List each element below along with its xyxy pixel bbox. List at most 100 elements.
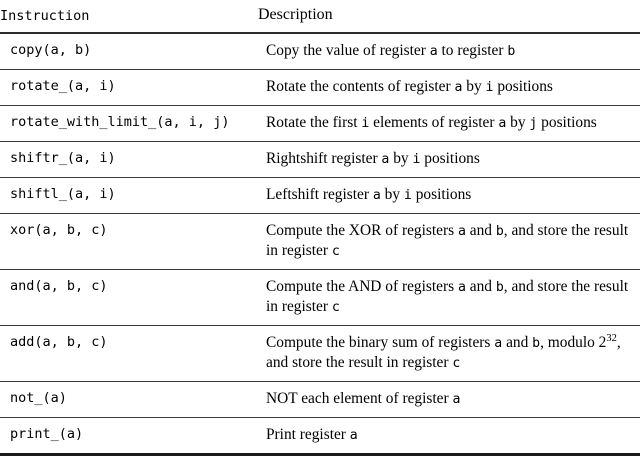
register-token: i (485, 80, 494, 96)
description-text-run: Compute the XOR of registers (266, 222, 458, 240)
description-text-run: by (380, 186, 404, 204)
register-token: b (495, 280, 504, 296)
description-text-run: NOT each element of register (266, 390, 453, 408)
description-text-run: positions (420, 150, 480, 168)
cell-instruction: copy(a, b) (0, 33, 258, 71)
cell-description: Compute the XOR of registers a and b, an… (258, 213, 640, 271)
register-token: a (494, 336, 503, 352)
register-token: b (507, 44, 516, 59)
table-row: rotate_(a, i) Rotate the contents of regi… (0, 69, 640, 107)
table-row: and(a, b, c) Compute the AND of registers… (0, 269, 640, 327)
cell-instruction: shiftl_(a, i) (0, 177, 258, 215)
register-token: a (452, 392, 461, 408)
instruction-description: Rotate the first i elements of register … (266, 114, 597, 131)
description-text-run: and (465, 222, 496, 240)
description-text-run: and (502, 334, 533, 352)
instruction-signature: copy(a, b) (10, 42, 92, 58)
cell-instruction: rotate_(a, i) (0, 69, 258, 107)
description-text-run: , and store the result in register (266, 222, 629, 260)
description-text-run: Rightshift register (266, 150, 382, 168)
description-text-run: Copy the value of register (266, 42, 430, 59)
instruction-signature: rotate_with_limit_(a, i, j) (10, 114, 230, 131)
table-row: not_(a) NOT each element of register a (0, 381, 640, 419)
cell-instruction: rotate_with_limit_(a, i, j) (0, 105, 258, 143)
table-row: xor(a, b, c) Compute the XOR of registers… (0, 213, 640, 271)
register-token: a (381, 152, 390, 168)
register-token: i (412, 152, 421, 168)
description-text-run: elements of register (369, 114, 499, 132)
table-row: shiftl_(a, i) Leftshift register a by i p… (0, 177, 640, 215)
cell-instruction: add(a, b, c) (0, 325, 258, 383)
cell-instruction: print_(a) (0, 417, 258, 456)
column-header-description: Description (258, 0, 640, 34)
cell-description: NOT each element of register a (258, 381, 640, 419)
instruction-signature: and(a, b, c) (10, 278, 108, 295)
instruction-signature: shiftl_(a, i) (10, 186, 116, 203)
register-token: a (454, 80, 463, 96)
register-token: b (532, 336, 541, 352)
table-row: print_(a) Print register a (0, 417, 640, 456)
description-text-run: Rotate the first (266, 114, 362, 132)
instruction-description: Compute the AND of registers a and b, an… (266, 278, 628, 315)
table-row: copy(a, b) Copy the value of register a t… (0, 33, 640, 71)
cell-description: Compute the binary sum of registers a an… (258, 325, 640, 383)
instruction-description: Compute the XOR of registers a and b, an… (266, 222, 628, 259)
instruction-signature: print_(a) (10, 426, 84, 443)
description-text-run: Print register (266, 426, 350, 444)
cell-description: Rotate the contents of register a by i p… (258, 69, 640, 107)
instruction-description: Leftshift register a by i positions (266, 186, 471, 203)
description-text-run: Compute the binary sum of registers (266, 334, 495, 352)
register-token: a (349, 428, 358, 444)
register-token: c (331, 244, 340, 260)
register-token: a (457, 224, 466, 240)
table-header: Instruction Description (0, 0, 640, 34)
table-row: rotate_with_limit_(a, i, j) Rotate the fi… (0, 105, 640, 143)
instruction-signature: shiftr_(a, i) (10, 150, 116, 167)
description-text-run: , modulo 2 (540, 334, 607, 352)
register-token: j (529, 116, 538, 132)
description-text-run: and (465, 278, 496, 296)
cell-description: Leftshift register a by i positions (258, 177, 640, 215)
description-text-run: positions (493, 78, 553, 96)
description-text-run: , and store the result in register (266, 278, 629, 316)
description-text-run: by (389, 150, 413, 168)
table-row: shiftr_(a, i) Rightshift register a by i … (0, 141, 640, 179)
superscript-exponent: 32 (606, 333, 617, 345)
description-text-run: by (506, 114, 530, 132)
cell-description: Rotate the first i elements of register … (258, 105, 640, 143)
instruction-signature: xor(a, b, c) (10, 222, 108, 239)
instruction-description: Rotate the contents of register a by i p… (266, 78, 553, 95)
register-token: a (372, 188, 381, 204)
instruction-signature: rotate_(a, i) (10, 78, 116, 95)
cell-description: Copy the value of register a to register… (258, 33, 640, 71)
description-text-run: Rotate the contents of register (266, 78, 455, 96)
register-token: i (403, 188, 412, 204)
description-text-run: Leftshift register (266, 186, 373, 204)
cell-description: Rightshift register a by i positions (258, 141, 640, 179)
cell-instruction: and(a, b, c) (0, 269, 258, 327)
instruction-description: Compute the binary sum of registers a an… (266, 333, 621, 372)
description-text-run: , and store the result in register (266, 334, 621, 372)
column-header-instruction: Instruction (0, 0, 258, 34)
instruction-description: Copy the value of register a to register… (266, 42, 515, 59)
cell-instruction: xor(a, b, c) (0, 213, 258, 271)
instruction-description: Rightshift register a by i positions (266, 150, 480, 167)
instruction-signature: not_(a) (10, 390, 67, 407)
register-token: i (361, 116, 370, 132)
register-token: a (498, 116, 507, 132)
instruction-description: NOT each element of register a (266, 390, 460, 407)
description-text-run: to register (437, 42, 508, 59)
instruction-signature: add(a, b, c) (10, 334, 108, 351)
table-row: add(a, b, c) Compute the binary sum of re… (0, 325, 640, 383)
instruction-description: Print register a (266, 426, 358, 443)
table-header-row: Instruction Description (0, 0, 640, 34)
register-token: c (452, 356, 461, 372)
register-token: a (457, 280, 466, 296)
description-text-run: Compute the AND of registers (266, 278, 458, 296)
cell-description: Print register a (258, 417, 640, 456)
register-token: a (429, 44, 438, 59)
cell-description: Compute the AND of registers a and b, an… (258, 269, 640, 327)
register-token: c (331, 300, 340, 316)
